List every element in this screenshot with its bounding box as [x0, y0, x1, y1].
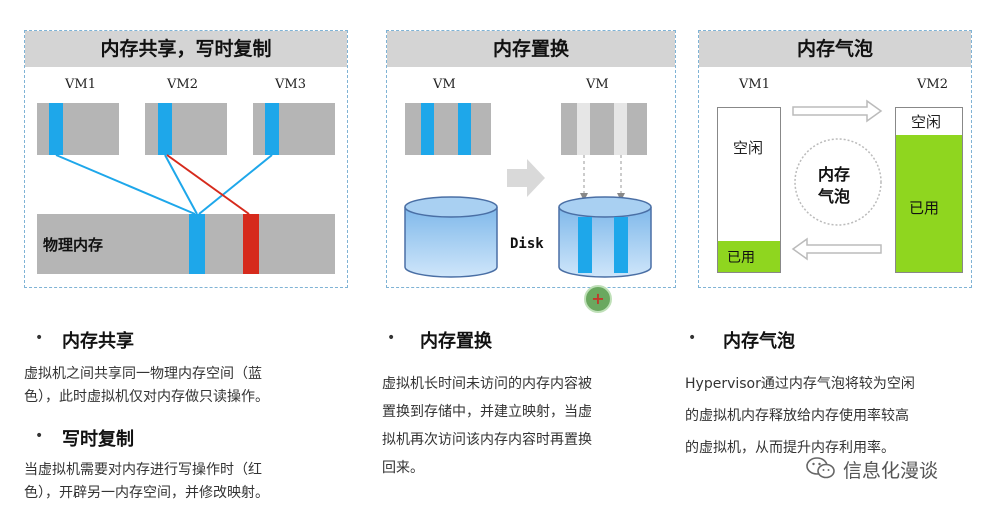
vm1-used-block — [718, 241, 780, 272]
disk-right — [558, 196, 652, 278]
watermark-text: 信息化漫谈 — [843, 460, 939, 482]
swap-heading: 内存置换 — [420, 331, 492, 352]
sharing-text-line1: 虚拟机之间共享同一物理内存空间（蓝 — [24, 366, 262, 382]
page-a — [421, 103, 434, 155]
vm2-label: VM2 — [167, 77, 198, 92]
vm2-used-block — [896, 135, 962, 272]
swap-text-line2: 置换到存储中，并建立映射，当虚 — [382, 404, 592, 420]
panel-memory-swap: 内存置换 VM VM Disk — [386, 30, 676, 288]
bullet-icon: • — [387, 330, 396, 346]
page-b — [458, 103, 471, 155]
swap-text-line4: 回来。 — [382, 460, 424, 476]
vm2-used-label: 已用 — [909, 199, 940, 217]
plus-icon: + — [591, 289, 605, 308]
vm1-used-label: 已用 — [727, 250, 755, 266]
balloon-text-line2: 的虚拟机内存释放给内存使用率较高 — [685, 408, 909, 424]
disk-label: Disk — [510, 236, 544, 252]
cow-heading: 写时复制 — [62, 429, 134, 450]
vm2-label: VM2 — [917, 77, 948, 92]
wechat-icon — [806, 457, 835, 479]
vm-right-label: VM — [586, 77, 609, 92]
cow-text-line2: 色），开辟另一内存空间，并修改映射。 — [24, 485, 269, 501]
cow-text-line1: 当虚拟机需要对内存进行写操作时（红 — [24, 462, 262, 478]
physical-memory — [37, 214, 335, 274]
disk-page-b — [614, 217, 628, 273]
physical-cow-page — [243, 214, 259, 274]
vm1-label: VM1 — [739, 77, 770, 92]
panel-title: 内存气泡 — [699, 31, 971, 67]
swap-arrow — [507, 155, 625, 201]
mapping-lines — [55, 154, 273, 215]
panel-title: 内存共享，写时复制 — [25, 31, 347, 67]
add-badge[interactable]: + — [584, 285, 612, 313]
disk-left — [404, 196, 498, 278]
balloon-text-line1: Hypervisor通过内存气泡将较为空闲 — [685, 376, 915, 392]
panel-memory-sharing: 内存共享，写时复制 VM1 VM2 VM3 物理内存 — [24, 30, 348, 288]
vm2-idle-label: 空闲 — [911, 113, 942, 131]
panel-title: 内存置换 — [387, 31, 675, 67]
vm-memory-before — [405, 103, 491, 155]
vm3-label: VM3 — [275, 77, 306, 92]
swapped-slot-b — [614, 103, 627, 155]
bullet-icon: • — [35, 428, 44, 444]
disk-page-a — [578, 217, 592, 273]
vm1-idle-label: 空闲 — [733, 139, 764, 157]
vm1-label: VM1 — [65, 77, 96, 92]
sharing-heading: 内存共享 — [62, 331, 134, 352]
balloon-arrows — [791, 99, 883, 261]
physical-shared-page — [189, 214, 205, 274]
swap-text-line3: 拟机再次访问该内存内容时再置换 — [382, 432, 592, 448]
balloon-text-line3: 的虚拟机，从而提升内存利用率。 — [685, 440, 895, 456]
sharing-text-line2: 色），此时虚拟机仅对内存做只读操作。 — [24, 389, 269, 405]
physical-memory-label: 物理内存 — [43, 236, 104, 254]
panel-memory-balloon: 内存气泡 VM1 VM2 空闲 已用 空闲 已用 内存 气泡 — [698, 30, 972, 288]
balloon-label-line2: 气泡 — [818, 187, 851, 206]
vm-memory-after — [561, 103, 647, 155]
balloon-label-line1: 内存 — [818, 165, 851, 184]
vm3-shared-page — [265, 103, 279, 155]
vm2-shared-page — [158, 103, 172, 155]
bullet-icon: • — [688, 330, 697, 346]
bullet-icon: • — [35, 330, 44, 346]
vm1-shared-page — [49, 103, 63, 155]
swap-text-line1: 虚拟机长时间未访问的内存内容被 — [382, 376, 592, 392]
vm-left-label: VM — [433, 77, 456, 92]
swapped-slot-a — [577, 103, 590, 155]
balloon-heading: 内存气泡 — [723, 331, 795, 352]
